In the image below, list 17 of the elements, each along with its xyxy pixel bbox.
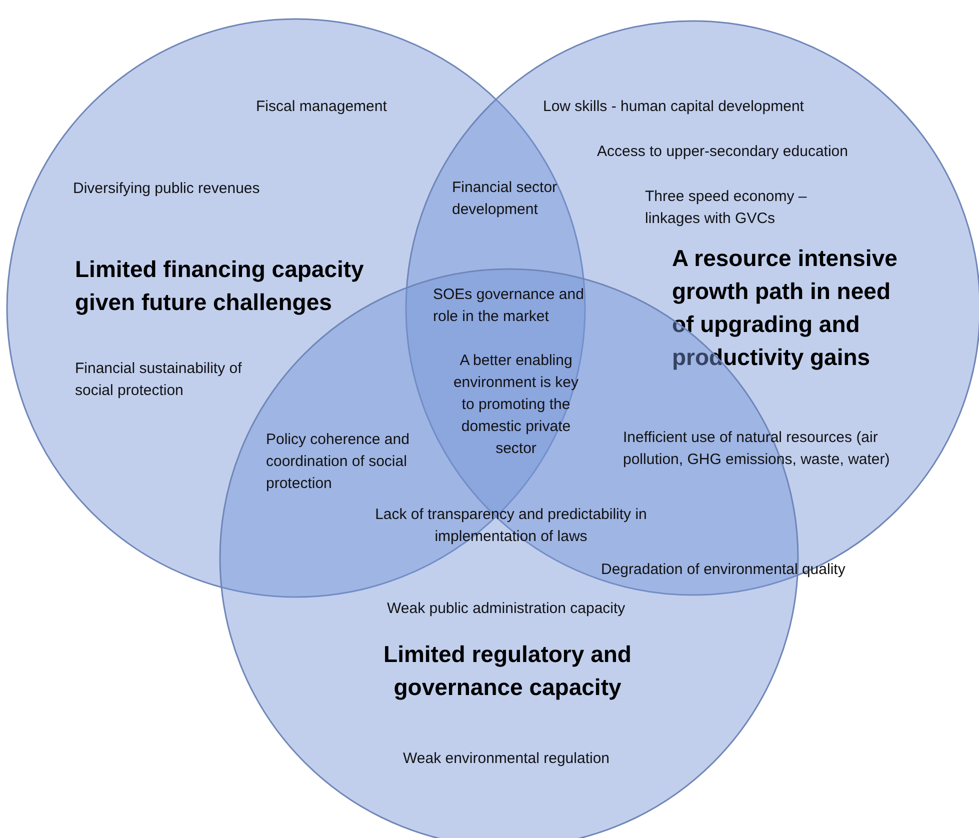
note-text: Diversifying public revenues: [73, 179, 261, 199]
note-text: SOEs governance and role in the market: [433, 285, 585, 327]
note-text: Weak environmental regulation: [403, 749, 611, 769]
note-text: Financial sector development: [452, 178, 558, 220]
note-text: Lack of transparency and predictability in implementation of laws: [374, 505, 648, 547]
note-text: Low skills - human capital development: [543, 97, 805, 117]
circle-heading: Limited financing capacity given future challenges: [75, 255, 365, 317]
note-text: Financial sustainability of social protection: [75, 359, 243, 401]
circle-heading: Limited regulatory and governance capacity: [382, 640, 632, 702]
note-text: Access to upper-secondary education: [597, 142, 849, 162]
note-text: Inefficient use of natural resources (air pollution, GHG emissions, waste, water): [623, 428, 891, 470]
note-text: Fiscal management: [256, 97, 388, 117]
circle-heading: A resource intensive growth path in need of upgrading and productivity gains: [672, 244, 898, 372]
note-text: Weak public administration capacity: [387, 599, 626, 619]
note-text: Three speed economy – linkages with GVCs: [645, 187, 808, 229]
note-text: A better enabling environment is key to promoting the domestic private sector: [452, 351, 580, 459]
note-text: Policy coherence and coordination of social protection: [266, 430, 410, 494]
